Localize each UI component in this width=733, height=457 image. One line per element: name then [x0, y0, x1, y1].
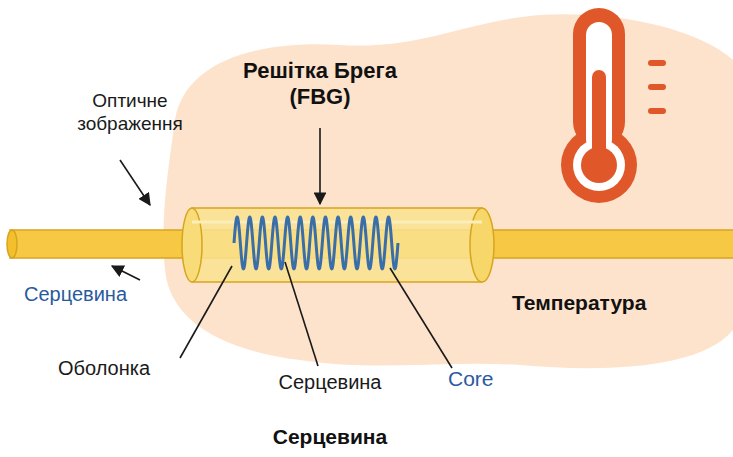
- bragg-grating: [234, 217, 398, 269]
- core-label: Серцевина: [255, 370, 405, 394]
- leader-lines: [112, 128, 452, 368]
- caption: Серцевина: [230, 424, 430, 449]
- temperature-region: [163, 14, 733, 368]
- grating-title: Решітка Брега (FBG): [230, 58, 410, 111]
- thermometer-icon: [561, 8, 666, 203]
- cladding-label: Оболонка: [58, 356, 208, 380]
- core-label: Core: [448, 366, 528, 391]
- temperature-label: Температура: [512, 290, 722, 315]
- callout-label: Оптичне зображення: [60, 90, 200, 136]
- core-label: Серцевина: [24, 282, 184, 306]
